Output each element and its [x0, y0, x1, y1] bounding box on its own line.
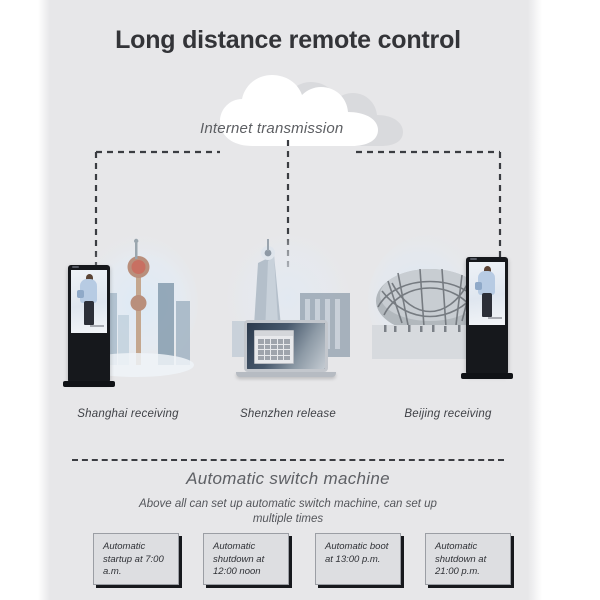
schedule-text: Automatic shutdown at 12:00 noon	[213, 541, 265, 578]
dialog-titlebar	[255, 331, 293, 336]
laptop-shenzhen[interactable]	[236, 320, 336, 377]
kiosk-screen	[469, 262, 505, 325]
kiosk-base	[63, 381, 115, 387]
switch-section-subtitle: Above all can set up automatic switch ma…	[139, 498, 437, 525]
model-head	[484, 266, 491, 274]
model-trousers	[482, 293, 492, 317]
schedule-text: Automatic startup at 7:00 a.m.	[103, 541, 164, 578]
model-handbag	[77, 290, 84, 298]
schedule-text: Automatic boot at 13:00 p.m.	[325, 541, 389, 565]
kiosk-screen	[71, 270, 107, 333]
connector-lines	[94, 140, 502, 268]
screen-caption	[90, 325, 104, 327]
cloud-icon	[220, 75, 378, 146]
schedule-box[interactable]: Automatic shutdown at 12:00 noon	[203, 533, 289, 585]
panel-right-fade	[528, 0, 542, 600]
node-label-beijing: Beijing receiving	[404, 408, 492, 420]
kiosk-shanghai[interactable]	[63, 265, 115, 387]
model-blouse	[478, 271, 495, 295]
schedule-box-row: Automatic startup at 7:00 a.m. Automatic…	[93, 533, 533, 589]
schedule-box[interactable]: Automatic startup at 7:00 a.m.	[93, 533, 179, 585]
cloud-graphic	[215, 72, 430, 154]
model-blouse	[80, 279, 97, 303]
screen-caption	[488, 317, 502, 319]
node-shenzhen[interactable]: Shenzhen release	[208, 225, 368, 420]
kiosk-beijing[interactable]	[461, 257, 513, 379]
switch-section-title: Automatic switch machine	[186, 469, 390, 488]
scheduler-dialog[interactable]	[254, 330, 294, 364]
section-divider	[72, 459, 504, 461]
laptop-base	[236, 372, 336, 377]
node-row: Shanghai receiving	[48, 225, 528, 420]
model-trousers	[84, 301, 94, 325]
page-title: Long distance remote control	[115, 26, 461, 54]
schedule-text: Automatic shutdown at 21:00 p.m.	[435, 541, 487, 578]
laptop-screen[interactable]	[244, 320, 328, 372]
dialog-grid	[258, 339, 290, 360]
model-head	[86, 274, 93, 282]
schedule-box[interactable]: Automatic shutdown at 21:00 p.m.	[425, 533, 511, 585]
node-label-shenzhen: Shenzhen release	[240, 408, 336, 420]
node-shanghai[interactable]: Shanghai receiving	[48, 225, 208, 420]
cloud-label: Internet transmission	[200, 120, 344, 137]
node-label-shanghai: Shanghai receiving	[77, 408, 179, 420]
schedule-box[interactable]: Automatic boot at 13:00 p.m.	[315, 533, 401, 585]
kiosk-base	[461, 373, 513, 379]
node-beijing[interactable]: Beijing receiving	[368, 225, 528, 420]
model-handbag	[475, 282, 482, 290]
panel-left-fade	[38, 0, 50, 600]
kiosk-logo	[72, 266, 79, 268]
kiosk-logo	[470, 258, 477, 260]
